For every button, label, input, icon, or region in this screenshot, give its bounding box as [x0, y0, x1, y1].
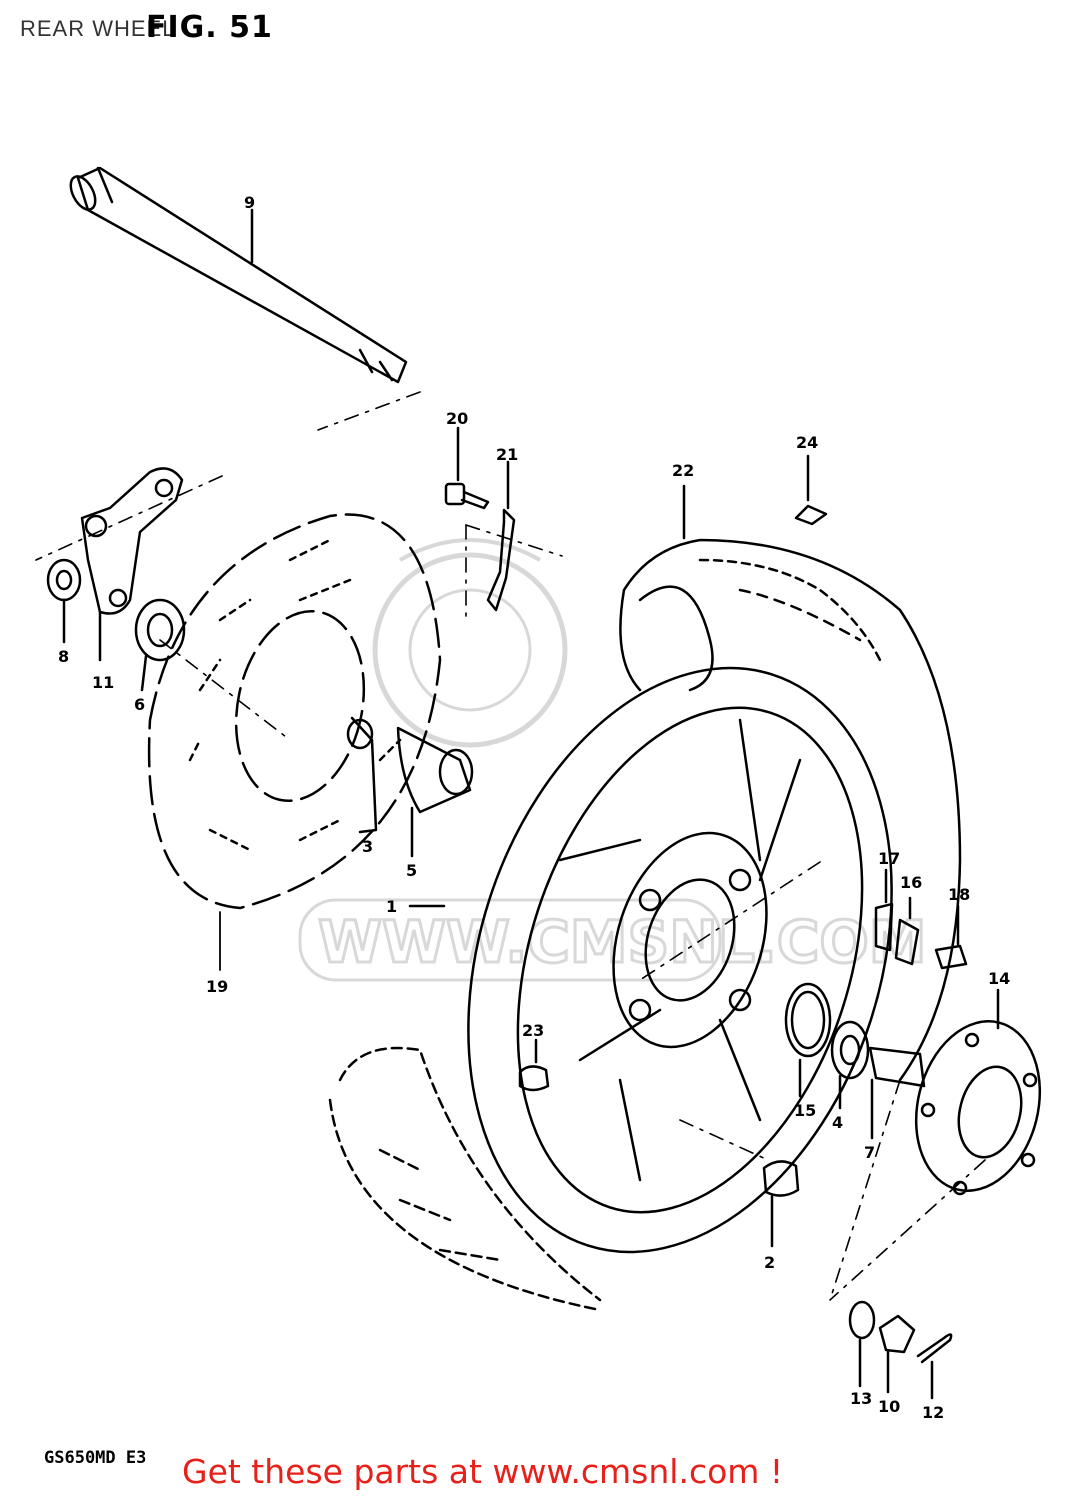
collar-3 [346, 716, 378, 834]
callout-16: 16 [900, 873, 922, 892]
callout-18: 18 [948, 885, 970, 904]
bolt-18 [934, 904, 968, 970]
callout-4: 4 [832, 1113, 843, 1132]
sleeve-7 [868, 1046, 926, 1140]
lock-washer-16 [894, 896, 920, 966]
bearing-4 [830, 1020, 870, 1110]
spacer-5 [396, 726, 474, 858]
o-ring-15 [784, 982, 832, 1098]
alignment-lines [35, 391, 986, 1301]
caliper-bracket [80, 467, 184, 662]
cmsnl-link[interactable]: Get these parts at www.cmsnl.com ! [182, 1452, 784, 1491]
plate-17 [874, 868, 894, 952]
bolt-20 [444, 426, 490, 510]
callout-12: 12 [922, 1403, 944, 1422]
callout-24: 24 [796, 433, 818, 452]
disc-holes [188, 538, 402, 852]
callout-7: 7 [864, 1143, 875, 1162]
clip-21 [486, 460, 516, 612]
damper-2 [762, 1160, 800, 1248]
callout-22: 22 [672, 461, 694, 480]
callout-17: 17 [878, 849, 900, 868]
page-title: REAR WHEEL [20, 16, 176, 41]
spacer-8 [46, 558, 82, 644]
valve-cap-24 [794, 454, 828, 526]
callout-11: 11 [92, 673, 114, 692]
callout-14: 14 [988, 969, 1010, 988]
callout-15: 15 [794, 1101, 816, 1120]
figure-label: FIG. 51 [146, 10, 273, 45]
tyre-tread-lower [328, 1046, 602, 1312]
callout-numbers: 9 20 21 22 24 8 11 6 3 5 1 19 17 16 18 1… [58, 193, 1010, 1422]
tyre-22 [619, 484, 962, 1082]
callout-20: 20 [446, 409, 468, 428]
callout-1: 1 [386, 897, 397, 916]
bearing-6 [134, 598, 186, 692]
bolt-23 [518, 1038, 550, 1092]
sprocket-drum-14 [914, 988, 1042, 1196]
washer-13 [848, 1300, 876, 1388]
cotter-pin-12 [916, 1333, 953, 1400]
callout-5: 5 [406, 861, 417, 880]
callout-6: 6 [134, 695, 145, 714]
callout-21: 21 [496, 445, 518, 464]
callout-13: 13 [850, 1389, 872, 1408]
rear-axle [69, 166, 408, 384]
nut-10 [878, 1314, 916, 1394]
callout-9: 9 [244, 193, 255, 212]
callout-10: 10 [878, 1397, 900, 1416]
callout-23: 23 [522, 1021, 544, 1040]
callout-8: 8 [58, 647, 69, 666]
wheel-1 [408, 666, 893, 1254]
callout-3: 3 [362, 837, 373, 856]
model-code: GS650MD E3 [44, 1448, 147, 1468]
callout-19: 19 [206, 977, 228, 996]
callout-2: 2 [764, 1253, 775, 1272]
